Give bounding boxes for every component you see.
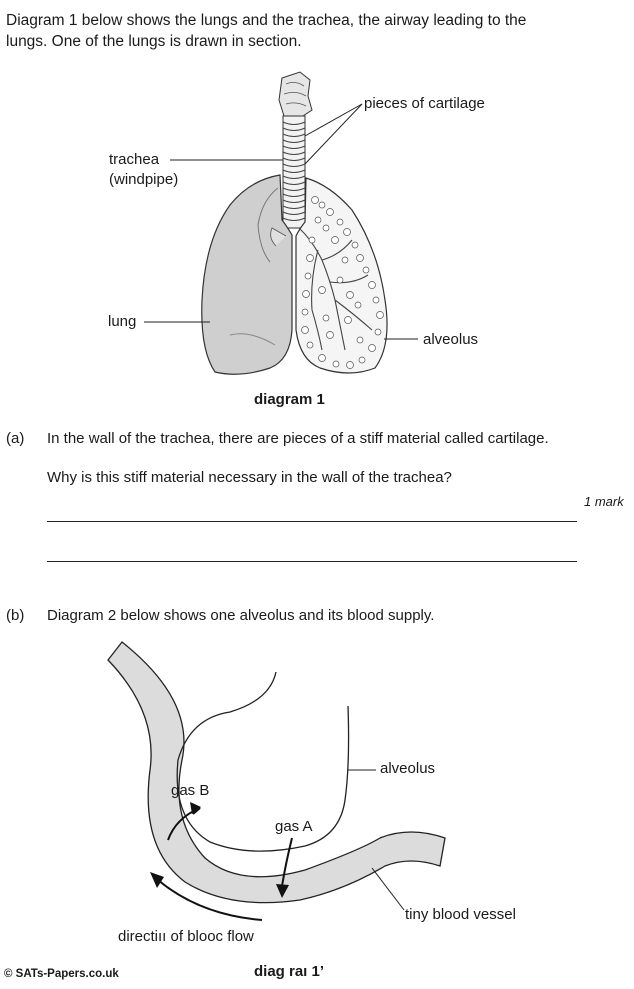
trachea-illustration [282, 115, 306, 229]
question-b-letter: (b) [6, 607, 25, 624]
label-alveolus-2: alveolus [380, 760, 436, 777]
larynx-illustration [278, 71, 313, 119]
label-windpipe: (windpipe) [109, 171, 179, 188]
left-lung-illustration [201, 174, 293, 375]
blood-flow-arrowhead [150, 872, 164, 888]
diagram1-caption: diagram 1 [254, 391, 325, 408]
diagram2-caption: diaɡ raı 1’ [254, 963, 325, 980]
question-a-line-2: Why is this stiff material necessary in … [47, 469, 452, 486]
label-gas-b: gas B [171, 782, 210, 799]
answer-line-2[interactable] [47, 561, 577, 562]
intro-line-1: Diagram 1 below shows the lungs and the … [6, 12, 527, 29]
diagram1-leader-lines [144, 103, 418, 340]
alveolus-wall-illustration [176, 671, 350, 852]
label-lung: lung [108, 313, 137, 330]
label-trachea: trachea [109, 151, 160, 168]
gas-a-arrowhead [276, 884, 289, 898]
blood-vessel-illustration [107, 641, 446, 904]
diagram2-leader-lines [348, 769, 405, 911]
gas-b-arrowhead [190, 802, 201, 814]
intro-text: Diagram 1 below shows the lungs and the … [6, 10, 616, 52]
gas-a-arrow [281, 837, 293, 887]
question-a-marks: 1 mark [584, 494, 624, 509]
label-gas-a: gas A [275, 818, 313, 835]
label-pieces-of-cartilage: pieces of cartilage [364, 95, 485, 112]
question-b-line-1: Diagram 2 below shows one alveolus and i… [47, 607, 435, 624]
label-direction-of-blood-flow: directiıı of blooс flow [118, 928, 254, 945]
label-alveolus: alveolus [423, 331, 479, 348]
question-a-letter: (a) [6, 430, 25, 447]
label-tiny-blood-vessel: tiny blood vessel [405, 906, 516, 923]
source-watermark: © SATs-Papers.co.uk [0, 966, 123, 982]
answer-line-1[interactable] [47, 521, 577, 522]
right-lung-section-illustration [295, 177, 388, 374]
blood-flow-arrow [157, 879, 263, 921]
question-a-line-1: In the wall of the trachea, there are pi… [47, 430, 549, 447]
intro-line-2: lungs. One of the lungs is drawn in sect… [6, 33, 302, 50]
